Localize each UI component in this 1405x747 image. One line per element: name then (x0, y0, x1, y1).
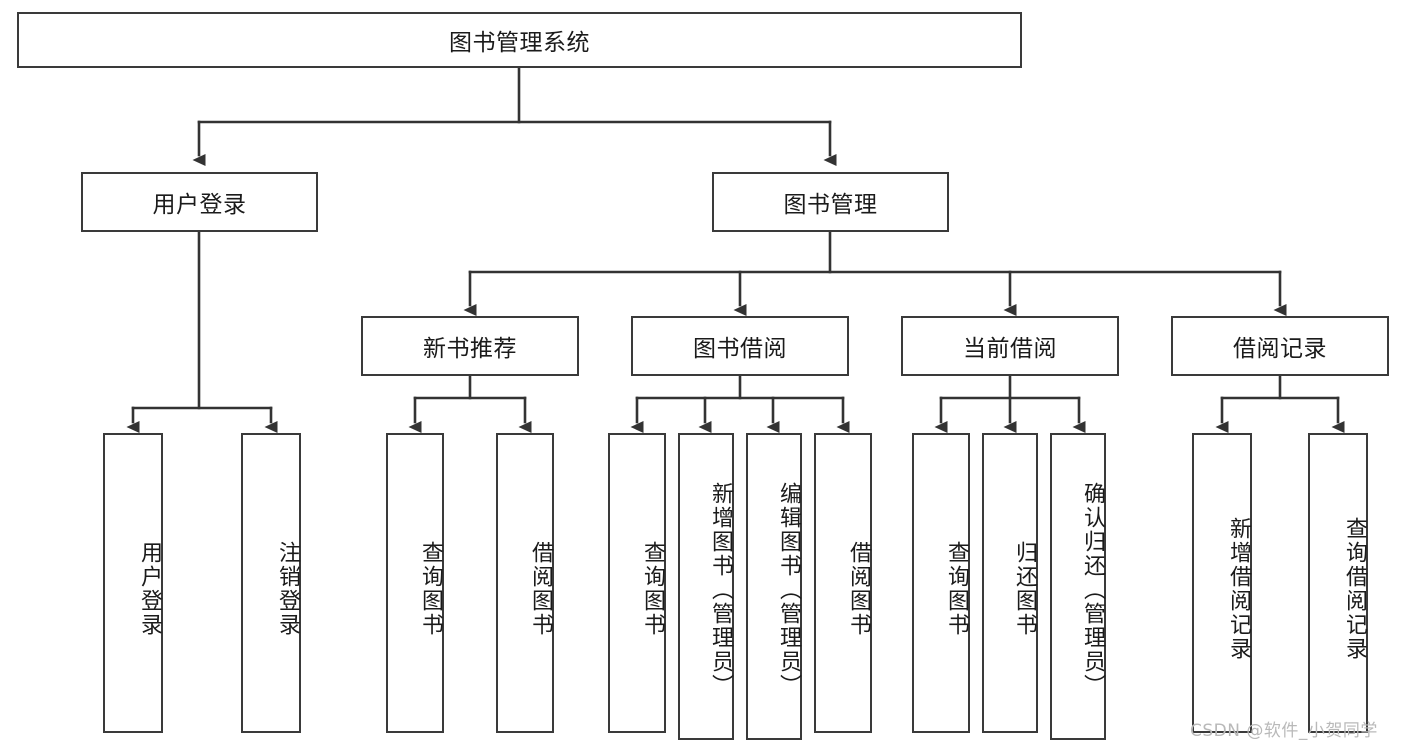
leaf-edit-book-label: 编辑图书（管理员） (776, 481, 801, 698)
leaf-user-login[interactable]: 用户登录 (103, 433, 163, 733)
csdn-watermark: CSDN @软件_小贺同学 (1190, 721, 1378, 741)
leaf-logout-login-label: 注销登录 (275, 541, 300, 637)
node-root-label: 图书管理系统 (449, 30, 590, 56)
leaf-user-login-label: 用户登录 (137, 541, 162, 637)
leaf-return-book-label: 归还图书 (1012, 541, 1037, 637)
leaf-borrow-book-1-label: 借阅图书 (528, 541, 553, 637)
leaf-borrow-book-2[interactable]: 借阅图书 (814, 433, 872, 733)
node-current-borrow-label: 当前借阅 (963, 336, 1057, 362)
node-book-borrow-label: 图书借阅 (693, 336, 787, 362)
node-borrow-record-label: 借阅记录 (1233, 336, 1327, 362)
leaf-edit-book[interactable]: 编辑图书（管理员） (746, 433, 802, 740)
leaf-confirm-return-label: 确认归还（管理员） (1080, 481, 1105, 698)
node-user-login[interactable]: 用户登录 (81, 172, 318, 232)
leaf-add-book[interactable]: 新增图书（管理员） (678, 433, 734, 740)
leaf-add-book-label: 新增图书（管理员） (708, 481, 733, 698)
leaf-borrow-book-2-label: 借阅图书 (846, 541, 871, 637)
node-current-borrow[interactable]: 当前借阅 (901, 316, 1119, 376)
node-book-management[interactable]: 图书管理 (712, 172, 949, 232)
node-book-borrow[interactable]: 图书借阅 (631, 316, 849, 376)
node-book-management-label: 图书管理 (783, 192, 878, 218)
leaf-query-record[interactable]: 查询借阅记录 (1308, 433, 1368, 733)
leaf-confirm-return[interactable]: 确认归还（管理员） (1050, 433, 1106, 740)
node-user-login-label: 用户登录 (152, 192, 247, 218)
leaf-query-book-1[interactable]: 查询图书 (386, 433, 444, 733)
leaf-query-book-3[interactable]: 查询图书 (912, 433, 970, 733)
node-new-book-recommend-label: 新书推荐 (423, 336, 517, 362)
leaf-add-record-label: 新增借阅记录 (1226, 517, 1251, 661)
leaf-query-book-2[interactable]: 查询图书 (608, 433, 666, 733)
node-new-book-recommend[interactable]: 新书推荐 (361, 316, 579, 376)
leaf-logout-login[interactable]: 注销登录 (241, 433, 301, 733)
node-root[interactable]: 图书管理系统 (17, 12, 1022, 68)
leaf-return-book[interactable]: 归还图书 (982, 433, 1038, 733)
node-borrow-record[interactable]: 借阅记录 (1171, 316, 1389, 376)
leaf-query-book-1-label: 查询图书 (418, 541, 443, 637)
leaf-query-book-2-label: 查询图书 (640, 541, 665, 637)
leaf-query-record-label: 查询借阅记录 (1342, 517, 1367, 661)
leaf-borrow-book-1[interactable]: 借阅图书 (496, 433, 554, 733)
leaf-query-book-3-label: 查询图书 (944, 541, 969, 637)
leaf-add-record[interactable]: 新增借阅记录 (1192, 433, 1252, 733)
